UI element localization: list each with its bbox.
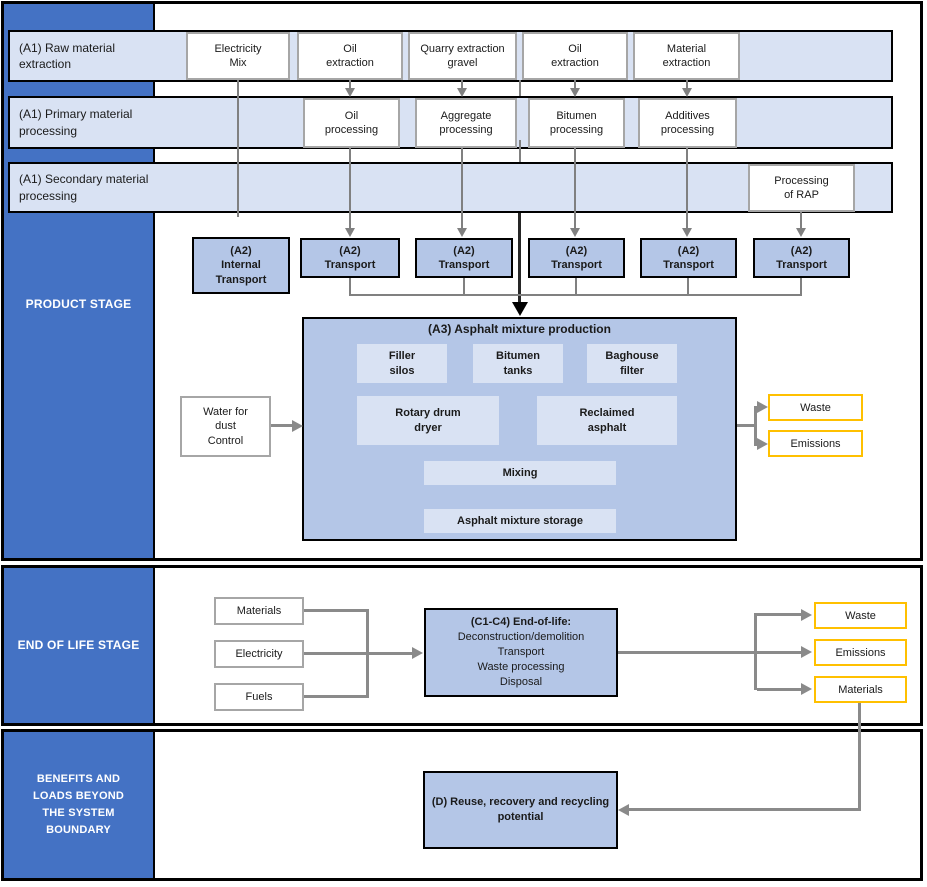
box-oil-processing: Oil processing xyxy=(303,98,400,148)
arrow-emissions-product xyxy=(757,438,768,450)
materials-to-d-vertical xyxy=(858,703,861,810)
connector-oilext2-bitumen xyxy=(574,80,576,90)
fuels-input-line xyxy=(304,695,368,698)
box-transport-3: (A2) Transport xyxy=(528,238,625,278)
electricity-input-line xyxy=(304,652,412,655)
box-filler-silos: Filler silos xyxy=(357,344,447,383)
box-electricity-mix: Electricity Mix xyxy=(186,32,290,80)
box-rotary-drum-dryer: Rotary drum dryer xyxy=(357,396,499,445)
inputs-merge-line xyxy=(366,609,369,698)
box-mixing: Mixing xyxy=(424,461,616,485)
central-line-main xyxy=(518,213,521,303)
end-of-life-label: END OF LIFE STAGE xyxy=(17,638,140,653)
box-materials-eol: Materials xyxy=(814,676,907,703)
box-fuels-input: Fuels xyxy=(214,683,304,711)
connector-additives-transport xyxy=(686,148,688,228)
materials-input-line xyxy=(304,609,368,612)
a3-output-split xyxy=(754,406,757,446)
stub-materials-eol xyxy=(757,688,802,691)
box-transport-4: (A2) Transport xyxy=(640,238,737,278)
connector-aggregate-transport xyxy=(461,148,463,228)
box-emissions-product: Emissions xyxy=(768,430,863,457)
box-aggregate-processing: Aggregate processing xyxy=(415,98,517,148)
arrow-oilproc xyxy=(345,88,355,97)
arrow-transport-4 xyxy=(682,228,692,237)
merge-line-t3 xyxy=(575,278,577,296)
box-quarry-extraction-gravel: Quarry extraction gravel xyxy=(408,32,517,80)
merge-line-horizontal xyxy=(349,294,802,296)
arrow-emissions-eol xyxy=(801,646,812,658)
benefits-sidebar: BENEFITS AND LOADS BEYOND THE SYSTEM BOU… xyxy=(4,732,155,878)
row-raw-label: (A1) Raw material extraction xyxy=(19,40,116,71)
product-stage-label: PRODUCT STAGE xyxy=(25,296,132,311)
row-secondary-label: (A1) Secondary material processing xyxy=(19,172,149,203)
end-of-life-sidebar: END OF LIFE STAGE xyxy=(4,568,155,723)
box-processing-of-rap: Processing of RAP xyxy=(748,164,855,212)
stub-emissions-eol xyxy=(757,651,802,654)
box-transport-1: (A2) Transport xyxy=(300,238,400,278)
stub-waste-eol xyxy=(757,613,802,616)
materials-to-d-horizontal xyxy=(629,808,861,811)
arrow-additives xyxy=(682,88,692,97)
arrow-transport-5 xyxy=(796,228,806,237)
product-stage-sidebar: PRODUCT STAGE xyxy=(4,4,155,558)
row-primary-label: (A1) Primary material processing xyxy=(19,107,133,138)
cbox-output-line xyxy=(618,651,757,654)
box-d-reuse-recovery-recycling: (D) Reuse, recovery and recycling potent… xyxy=(423,771,618,849)
box-materials-input: Materials xyxy=(214,597,304,625)
box-baghouse-filter: Baghouse filter xyxy=(587,344,677,383)
arrow-transport-2 xyxy=(457,228,467,237)
box-internal-transport: (A2) Internal Transport xyxy=(192,237,290,294)
box-asphalt-mixture-storage: Asphalt mixture storage xyxy=(424,509,616,533)
arrow-aggregate xyxy=(457,88,467,97)
connector-oilext-oilproc xyxy=(349,80,351,90)
box-material-extraction: Material extraction xyxy=(633,32,740,80)
box-electricity-input: Electricity xyxy=(214,640,304,668)
box-water-for-dust-control: Water for dust Control xyxy=(180,396,271,457)
connector-quarry-aggregate xyxy=(461,80,463,90)
arrow-transport-3 xyxy=(570,228,580,237)
box-transport-5: (A2) Transport xyxy=(753,238,850,278)
box-oil-extraction-1: Oil extraction xyxy=(297,32,403,80)
box-bitumen-processing: Bitumen processing xyxy=(528,98,625,148)
connector-bitumen-transport xyxy=(574,148,576,228)
merge-line-t5 xyxy=(800,278,802,296)
box-emissions-eol: Emissions xyxy=(814,639,907,666)
central-line-tick-2 xyxy=(519,140,521,162)
arrow-into-dbox xyxy=(618,804,629,816)
box-waste-product: Waste xyxy=(768,394,863,421)
box-waste-eol: Waste xyxy=(814,602,907,629)
connector-electricity xyxy=(237,80,239,217)
merge-line-t2 xyxy=(463,278,465,296)
connector-oilproc-transport xyxy=(349,148,351,228)
row-secondary-material-processing: (A1) Secondary material processing xyxy=(8,162,893,213)
connector-rap-transport xyxy=(800,212,802,228)
a3-title: (A3) Asphalt mixture production xyxy=(428,322,611,336)
box-reclaimed-asphalt: Reclaimed asphalt xyxy=(537,396,677,445)
cbox-title: (C1-C4) End-of-life: xyxy=(470,616,572,629)
box-oil-extraction-2: Oil extraction xyxy=(522,32,628,80)
arrow-a3-entry xyxy=(512,302,528,316)
benefits-label: BENEFITS AND LOADS BEYOND THE SYSTEM BOU… xyxy=(32,772,125,837)
box-c1-c4-end-of-life: (C1-C4) End-of-life: Deconstruction/demo… xyxy=(424,608,618,697)
arrow-transport-1 xyxy=(345,228,355,237)
box-additives-processing: Additives processing xyxy=(638,98,737,148)
cbox-body: Deconstruction/demolition Transport Wast… xyxy=(457,631,585,688)
merge-line-t4 xyxy=(687,278,689,296)
water-arrow-head xyxy=(292,420,303,432)
connector-matext-additives xyxy=(686,80,688,90)
arrow-waste-product xyxy=(757,401,768,413)
a3-output-line xyxy=(737,424,757,427)
central-line-tick-1 xyxy=(519,80,521,96)
water-arrow-line xyxy=(271,424,294,427)
arrow-into-cbox xyxy=(412,647,423,659)
arrow-bitumen xyxy=(570,88,580,97)
box-transport-2: (A2) Transport xyxy=(415,238,513,278)
box-bitumen-tanks: Bitumen tanks xyxy=(473,344,563,383)
arrow-waste-eol xyxy=(801,609,812,621)
cbox-output-split xyxy=(754,613,757,690)
merge-line-t1 xyxy=(349,278,351,296)
arrow-materials-eol xyxy=(801,683,812,695)
